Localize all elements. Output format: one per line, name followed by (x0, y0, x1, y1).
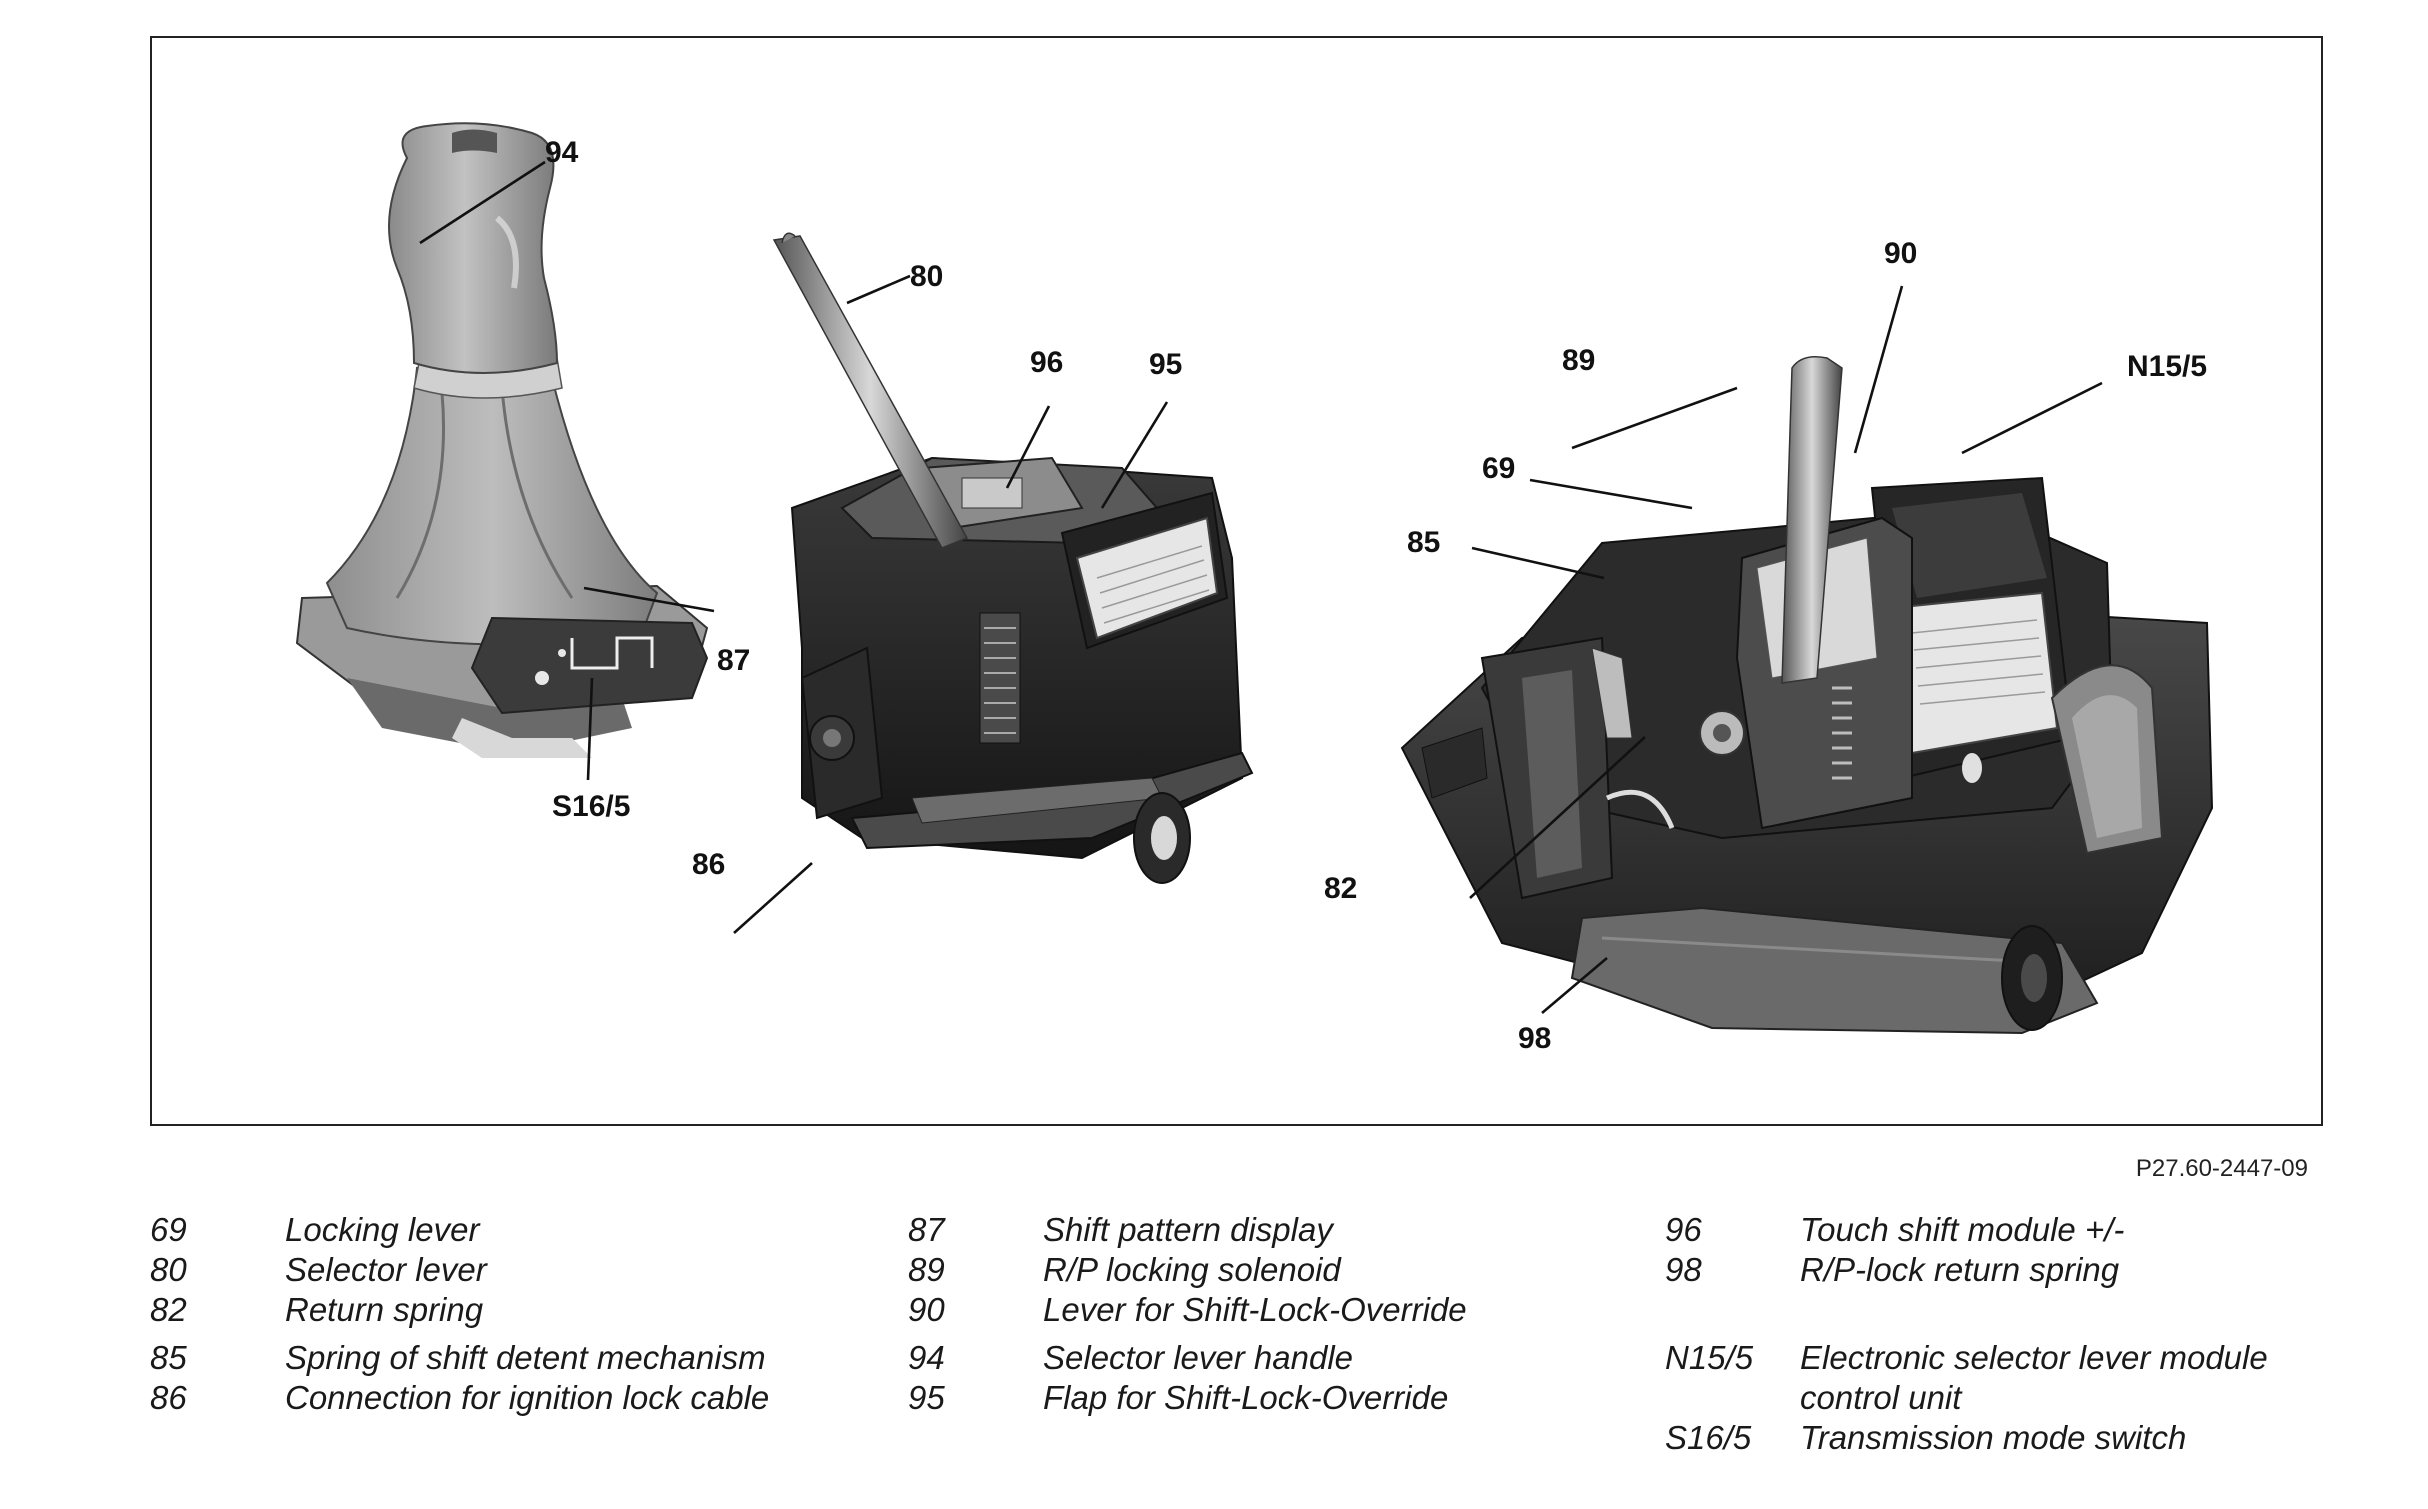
legend-item: 85 Spring of shift detent mechanism (150, 1338, 850, 1378)
figure-id: P27.60-2447-09 (2135, 1155, 2308, 1182)
legend-description: Lever for Shift-Lock-Override (1043, 1291, 1467, 1328)
legend-description: Selector lever (285, 1251, 487, 1288)
selector-lever-module (772, 232, 1254, 884)
legend-description: Connection for ignition lock cable (285, 1379, 770, 1416)
callout-85: 85 (1407, 526, 1440, 559)
legend-description: Shift pattern display (1043, 1211, 1333, 1248)
legend-number: 85 (150, 1339, 187, 1376)
legend-item: 89 R/P locking solenoid (908, 1250, 1628, 1290)
callout-n15-5: N15/5 (2127, 350, 2207, 383)
legend-item: 90 Lever for Shift-Lock-Override (908, 1290, 1628, 1330)
leader-lines (419, 160, 2103, 1014)
legend-item: S16/5 Transmission mode switch (1665, 1418, 2305, 1458)
legend-number: 94 (908, 1339, 945, 1376)
legend-item: 86 Connection for ignition lock cable (150, 1378, 850, 1418)
legend-description: R/P-lock return spring (1800, 1251, 2120, 1288)
callout-69: 69 (1482, 452, 1515, 485)
callout-86: 86 (692, 848, 725, 881)
legend-item: 82 Return spring (150, 1290, 850, 1330)
legend-item: 95 Flap for Shift-Lock-Override (908, 1378, 1628, 1418)
legend-description: Transmission mode switch (1800, 1419, 2187, 1456)
legend-description: R/P locking solenoid (1043, 1251, 1341, 1288)
callout-87: 87 (717, 644, 750, 677)
legend-column-2: 87 Shift pattern display 89 R/P locking so… (908, 1210, 1628, 1418)
legend-number: S16/5 (1665, 1419, 1752, 1456)
legend-description: Return spring (285, 1291, 484, 1328)
callout-95: 95 (1149, 348, 1182, 381)
callout-80: 80 (910, 260, 943, 293)
legend-number: 98 (1665, 1251, 1702, 1288)
callout-90: 90 (1884, 237, 1917, 270)
diagram-frame: 94 80 96 95 87 S16/5 86 90 89 N15/5 69 8… (150, 36, 2323, 1126)
legend-description: Spring of shift detent mechanism (285, 1339, 766, 1376)
legend-number: 90 (908, 1291, 945, 1328)
callout-labels: 94 80 96 95 87 S16/5 86 90 89 N15/5 69 8… (545, 136, 2207, 1055)
legend-item: 94 Selector lever handle (908, 1338, 1628, 1378)
legend-item: 69 Locking lever (150, 1210, 850, 1250)
legend-number: 96 (1665, 1211, 1702, 1248)
legend-column-1: 69 Locking lever 80 Selector lever 82 Retur… (150, 1210, 850, 1418)
callout-82: 82 (1324, 872, 1357, 905)
legend-item: 98 R/P-lock return spring (1665, 1250, 2305, 1290)
callout-96: 96 (1030, 346, 1063, 379)
legend-description: Selector lever handle (1043, 1339, 1354, 1376)
selector-lever-handle-assembly (295, 122, 709, 758)
legend-description: Locking lever (285, 1211, 480, 1248)
legend-item: 80 Selector lever (150, 1250, 850, 1290)
legend-number: N15/5 (1665, 1339, 1754, 1376)
legend-number: 80 (150, 1251, 187, 1288)
legend-number: 82 (150, 1291, 187, 1328)
legend-description: Flap for Shift-Lock-Override (1043, 1379, 1449, 1416)
callout-98: 98 (1518, 1022, 1551, 1055)
legend-number: 95 (908, 1379, 945, 1416)
electronic-selector-lever-module (1400, 356, 2214, 1035)
legend-description: Electronic selector lever module control… (1800, 1339, 2268, 1416)
legend-number: 69 (150, 1211, 187, 1248)
callout-94: 94 (545, 136, 579, 169)
component-illustration: 94 80 96 95 87 S16/5 86 90 89 N15/5 69 8… (295, 122, 2214, 1055)
legend-description: Touch shift module +/- (1800, 1211, 2125, 1248)
callout-s16-5: S16/5 (552, 790, 630, 823)
legend-number: 86 (150, 1379, 187, 1416)
legend-number: 89 (908, 1251, 945, 1288)
legend-item: N15/5 Electronic selector lever module co… (1665, 1338, 2305, 1418)
callout-89: 89 (1562, 344, 1595, 377)
legend-item: 96 Touch shift module +/- (1665, 1210, 2305, 1250)
legend-item: 87 Shift pattern display (908, 1210, 1628, 1250)
legend-number: 87 (908, 1211, 945, 1248)
legend-column-3: 96 Touch shift module +/- 98 R/P-lock retu… (1665, 1210, 2305, 1458)
